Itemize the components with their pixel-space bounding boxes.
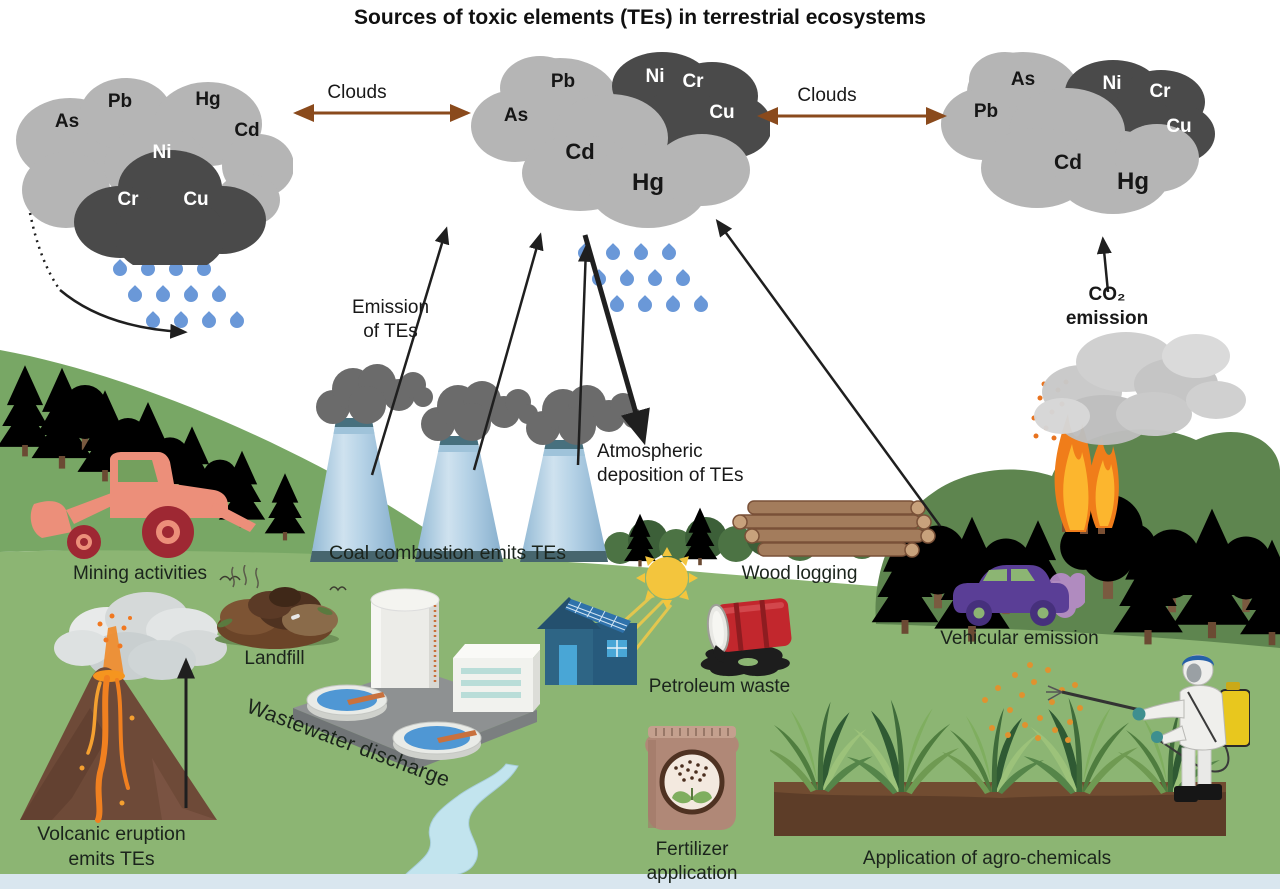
element-cd: Cd [1054, 151, 1082, 174]
element-as: As [1010, 69, 1036, 90]
element-cr: Cr [117, 189, 139, 210]
page-title: Sources of toxic elements (TEs) in terre… [354, 6, 926, 29]
fertilizer-bag-icon [645, 726, 739, 830]
bird-icon [329, 586, 347, 592]
element-hg: Hg [632, 169, 664, 196]
label-co2-emission: CO₂ emission [1065, 284, 1149, 330]
element-pb: Pb [973, 101, 999, 122]
cloud-icon [16, 78, 293, 265]
element-cr: Cr [682, 71, 704, 92]
element-cu: Cu [1166, 116, 1192, 137]
label-agro-chemicals: Application of agro-chemicals [862, 848, 1112, 869]
label-vehicular: Vehicular emission [940, 628, 1099, 649]
element-pb: Pb [107, 91, 133, 112]
forest-fire-icon [1031, 332, 1246, 534]
rain-icon [570, 240, 720, 330]
label-landfill: Landfill [244, 648, 305, 669]
smoke-icon [526, 385, 643, 445]
rain-icon [100, 255, 250, 345]
wastewater-plant-icon [293, 588, 540, 770]
element-as: As [503, 105, 529, 126]
element-cu: Cu [183, 189, 209, 210]
element-hg: Hg [1117, 168, 1149, 195]
volcano-smoke-icon [54, 592, 227, 680]
cloud-icon [941, 52, 1215, 214]
log-pile-icon [732, 500, 936, 558]
label-mining: Mining activities [72, 563, 208, 584]
element-ni: Ni [152, 142, 172, 163]
cloud-cluster-middle: Pb As Cd Hg Ni Cr Cu [450, 38, 770, 238]
label-petroleum: Petroleum waste [648, 676, 791, 697]
element-ni: Ni [645, 66, 665, 87]
element-as: As [54, 111, 80, 132]
agro-field-icon [770, 654, 1250, 836]
cloud-icon [471, 52, 770, 228]
element-pb: Pb [550, 71, 576, 92]
label-volcanic-eruption: Volcanic eruption emits TEs [37, 823, 186, 870]
label-clouds-right: Clouds [797, 85, 857, 106]
sprayer-person-icon [1046, 654, 1250, 802]
cooling-tower-icon [520, 440, 608, 562]
element-ni: Ni [1102, 73, 1122, 94]
element-cd: Cd [234, 120, 260, 141]
solar-house-icon [537, 547, 698, 685]
element-cr: Cr [1149, 81, 1171, 102]
car-icon [953, 565, 1085, 626]
bird-icon [219, 575, 241, 582]
spray-droplets [982, 662, 1083, 743]
element-cu: Cu [709, 102, 735, 123]
cloud-cluster-left: As Pb Hg Cd Ni Cr Cu [8, 60, 293, 265]
label-clouds-left: Clouds [327, 82, 387, 103]
label-fertilizer: Fertilizer application [646, 839, 738, 885]
volcano-icon [20, 592, 227, 823]
fire-smoke-icon [1034, 332, 1246, 445]
excavator-icon [30, 452, 256, 559]
landfill-icon [215, 565, 339, 649]
cloud-cluster-right: As Pb Cd Hg Ni Cr Cu [935, 40, 1235, 240]
label-atmospheric-deposition: Atmospheric deposition of TEs [597, 441, 744, 487]
label-coal-combustion: Coal combustion emits TEs [329, 542, 566, 564]
oil-barrel-icon [700, 598, 792, 677]
label-wood-logging: Wood logging [741, 563, 858, 584]
element-cd: Cd [565, 139, 595, 164]
label-emission-of-tes: Emission of TEs [351, 297, 430, 343]
element-hg: Hg [195, 89, 221, 110]
